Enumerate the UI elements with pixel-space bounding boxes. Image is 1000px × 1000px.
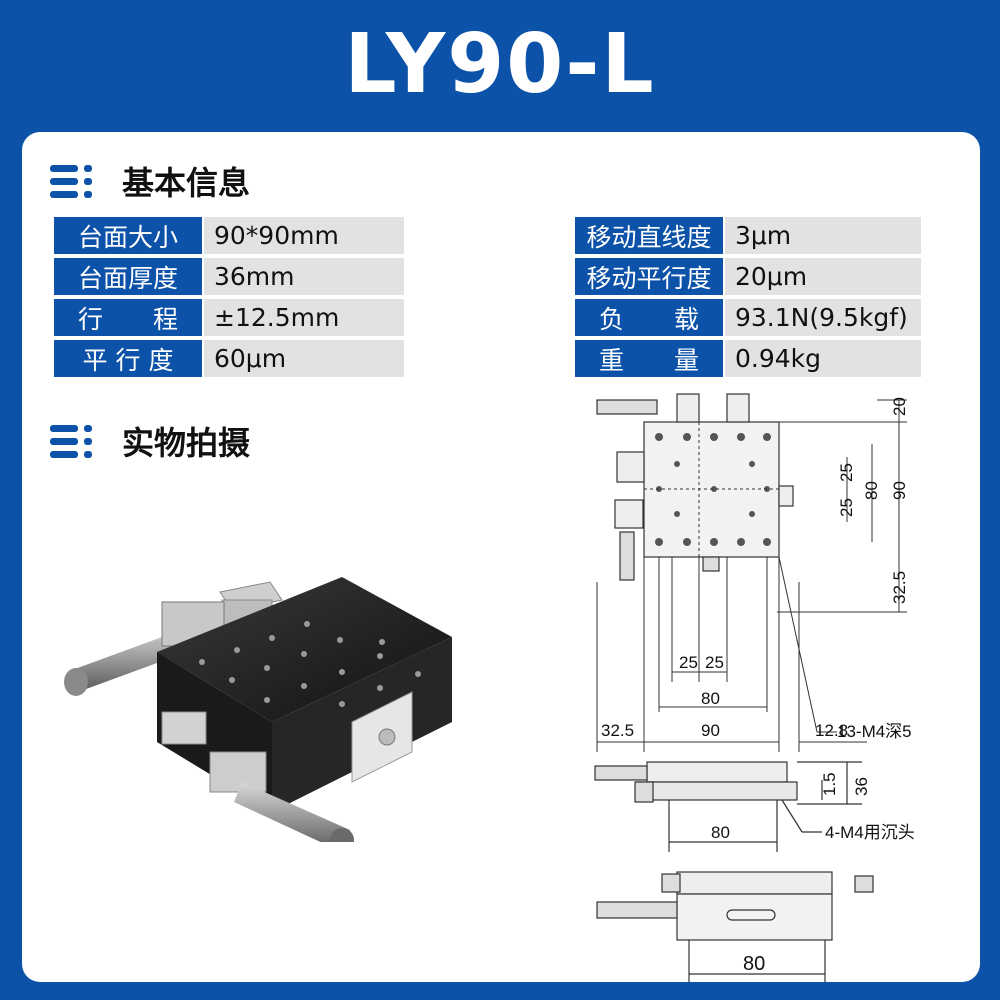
spec-key: 台面大小 xyxy=(54,217,202,254)
product-title: LY90-L xyxy=(344,17,656,112)
section-photo-label: 实物拍摄 xyxy=(122,424,251,462)
dim-label: 90 xyxy=(890,481,909,500)
dim-label: 25 xyxy=(705,653,724,672)
product-photo xyxy=(64,577,452,842)
section-basic-info-label: 基本信息 xyxy=(122,164,251,202)
dim-label: 90 xyxy=(701,721,720,740)
dim-label: 25 xyxy=(837,498,856,517)
section-basic-info: 基本信息 xyxy=(50,158,250,204)
dim-label: 32.5 xyxy=(601,721,634,740)
spec-key: 重 量 xyxy=(575,340,723,377)
list-icon xyxy=(50,423,100,459)
dim-label: 12.8 xyxy=(815,721,848,740)
dim-label: 32.5 xyxy=(890,571,909,604)
spec-key: 移动直线度 xyxy=(575,217,723,254)
spec-key: 移动平行度 xyxy=(575,258,723,295)
section-photo: 实物拍摄 xyxy=(50,418,250,464)
spec-value: 90*90mm xyxy=(202,217,404,254)
dim-label: 80 xyxy=(743,953,765,975)
list-icon xyxy=(50,163,100,199)
dim-label: 80 xyxy=(701,689,720,708)
spec-value: 60μm xyxy=(202,340,404,377)
dim-label: 36 xyxy=(852,777,871,796)
table-row: 行 程±12.5mm xyxy=(54,299,404,336)
spec-key: 平 行 度 xyxy=(54,340,202,377)
dim-label: 25 xyxy=(837,463,856,482)
dim-label: 1.5 xyxy=(820,772,839,796)
spec-value: 93.1N(9.5kgf) xyxy=(723,299,921,336)
drawing-note: 4-M4用沉头 xyxy=(825,823,915,842)
dim-label: 80 xyxy=(862,481,881,500)
dim-label: 80 xyxy=(711,823,730,842)
technical-drawing: 20 25 25 80 90 32.5 25 25 80 13-M4深5 32.… xyxy=(594,393,915,982)
spec-key: 台面厚度 xyxy=(54,258,202,295)
spec-value: 3μm xyxy=(723,217,921,254)
dim-label: 20 xyxy=(890,397,909,416)
spec-value: ±12.5mm xyxy=(202,299,404,336)
spec-value: 20μm xyxy=(723,258,921,295)
spec-value: 36mm xyxy=(202,258,404,295)
dim-label: 25 xyxy=(679,653,698,672)
spec-key: 行 程 xyxy=(54,299,202,336)
spec-key: 负 载 xyxy=(575,299,723,336)
spec-value: 0.94kg xyxy=(723,340,921,377)
drawing-note: 13-M4深5 xyxy=(837,722,912,741)
